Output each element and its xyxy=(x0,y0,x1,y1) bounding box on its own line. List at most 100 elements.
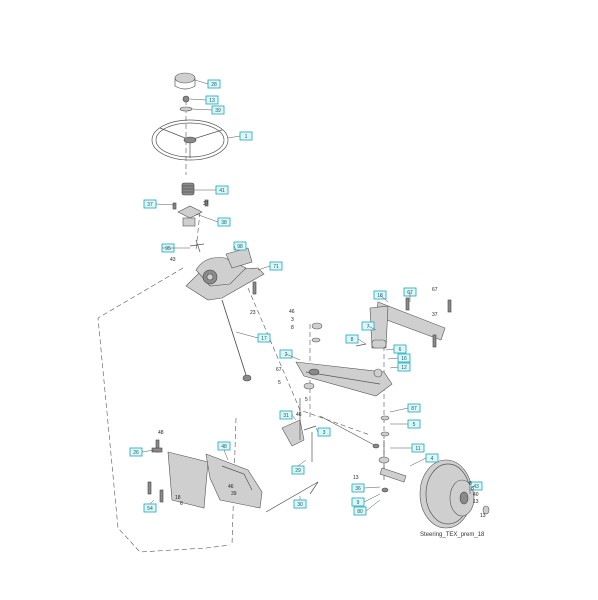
steering-support-bracket xyxy=(205,453,263,509)
drag-link-lower xyxy=(265,481,319,513)
callout-number: 71 xyxy=(273,264,279,270)
assembly-guide-line xyxy=(231,417,237,546)
callout-1: 1 xyxy=(239,131,253,141)
bolt xyxy=(447,299,452,313)
leader-line xyxy=(389,407,409,413)
part-number-label: 23 xyxy=(250,310,256,316)
hub-washer xyxy=(482,505,490,515)
callout-number: 43 xyxy=(473,484,479,490)
bolt xyxy=(172,202,177,210)
part-number-label: 13 xyxy=(480,513,486,519)
callout-80: 80 xyxy=(353,506,367,516)
pin xyxy=(355,343,367,347)
pinion-hub xyxy=(206,273,214,281)
leader-line xyxy=(363,493,381,503)
part-number-label: 3 xyxy=(291,317,294,323)
callout-number: 16 xyxy=(401,356,407,362)
callout-number: 1 xyxy=(245,134,248,140)
leader-line xyxy=(189,98,207,101)
callout-number: 95 xyxy=(165,246,171,252)
callout-4: 4 xyxy=(425,453,439,463)
leader-line xyxy=(387,357,399,360)
callout-71: 71 xyxy=(269,261,283,271)
front-axle xyxy=(295,361,393,397)
leader-line xyxy=(155,203,176,206)
bolt xyxy=(159,489,164,503)
callout-number: 41 xyxy=(219,188,225,194)
callout-54: 54 xyxy=(143,503,157,513)
callout-28: 28 xyxy=(207,79,221,89)
part-number-label: 5 xyxy=(278,380,281,386)
callout-number: 54 xyxy=(147,506,153,512)
callout-48: 48 xyxy=(217,441,231,451)
steering-wheel-rim xyxy=(151,119,229,161)
bolt xyxy=(204,199,209,207)
drag-link-highlight xyxy=(221,299,247,376)
leader-line xyxy=(291,414,297,421)
leader-line xyxy=(357,338,367,345)
callout-number: 37 xyxy=(147,202,153,208)
callout-16: 16 xyxy=(397,353,411,363)
callout-12: 12 xyxy=(397,362,411,372)
leader-line xyxy=(385,348,395,351)
leader-line xyxy=(194,79,209,85)
part-number-label: 48 xyxy=(158,430,164,436)
spindle-arm xyxy=(379,467,407,483)
bushing xyxy=(182,217,196,227)
callout-13: 13 xyxy=(205,95,219,105)
part-number-label: 37 xyxy=(203,201,209,207)
part-number-label: 46 xyxy=(296,412,302,418)
leader-line xyxy=(227,135,241,139)
part-number-label: 43 xyxy=(170,257,176,263)
leader-lines xyxy=(141,79,471,512)
tie-rod-end xyxy=(372,443,380,449)
washer xyxy=(380,415,390,421)
spindle-arm xyxy=(303,425,317,431)
front-wheel-hub xyxy=(459,491,469,505)
callout-number: 8 xyxy=(351,337,354,343)
part-number-label: 13 xyxy=(473,499,479,505)
callout-number: 39 xyxy=(215,108,221,114)
leader-line xyxy=(257,265,271,271)
spline-ridges xyxy=(182,185,194,193)
callout-number: 6 xyxy=(399,347,402,353)
leader-line xyxy=(285,353,301,361)
callout-number: 13 xyxy=(209,98,215,104)
nut xyxy=(381,487,389,493)
wheel-cap-body xyxy=(174,78,196,90)
bracket-tab xyxy=(151,447,163,453)
axle-bracket-plate xyxy=(369,305,389,349)
part-number-label: 5 xyxy=(305,397,308,403)
leader-line xyxy=(367,325,377,331)
bolt xyxy=(252,281,257,295)
bushing xyxy=(371,339,387,349)
callout-number: 36 xyxy=(355,486,361,492)
callout-number: 11 xyxy=(415,446,420,452)
washer xyxy=(303,382,315,390)
parts-artwork xyxy=(97,72,490,553)
callout-31: 31 xyxy=(279,410,293,420)
leader-line xyxy=(195,213,219,223)
spindle-collar xyxy=(378,456,390,464)
steering-wheel-hub xyxy=(183,136,197,144)
callout-41: 41 xyxy=(215,185,229,195)
leader-line xyxy=(223,449,229,461)
callout-number: 9 xyxy=(357,500,360,506)
drag-link-end xyxy=(242,374,252,382)
leader-line xyxy=(363,486,381,489)
leader-line xyxy=(365,499,381,512)
leader-line xyxy=(315,427,319,433)
bolt xyxy=(432,334,437,348)
leader-line xyxy=(233,245,237,251)
callout-11: 11 xyxy=(411,443,425,453)
callout-number: 5 xyxy=(413,422,416,428)
part-number-label: 39 xyxy=(231,491,237,497)
callout-39: 39 xyxy=(211,105,225,115)
leader-line xyxy=(191,108,213,111)
callout-number: 80 xyxy=(357,509,363,515)
callout-number: 29 xyxy=(295,468,301,474)
bushing-plate xyxy=(177,205,203,219)
